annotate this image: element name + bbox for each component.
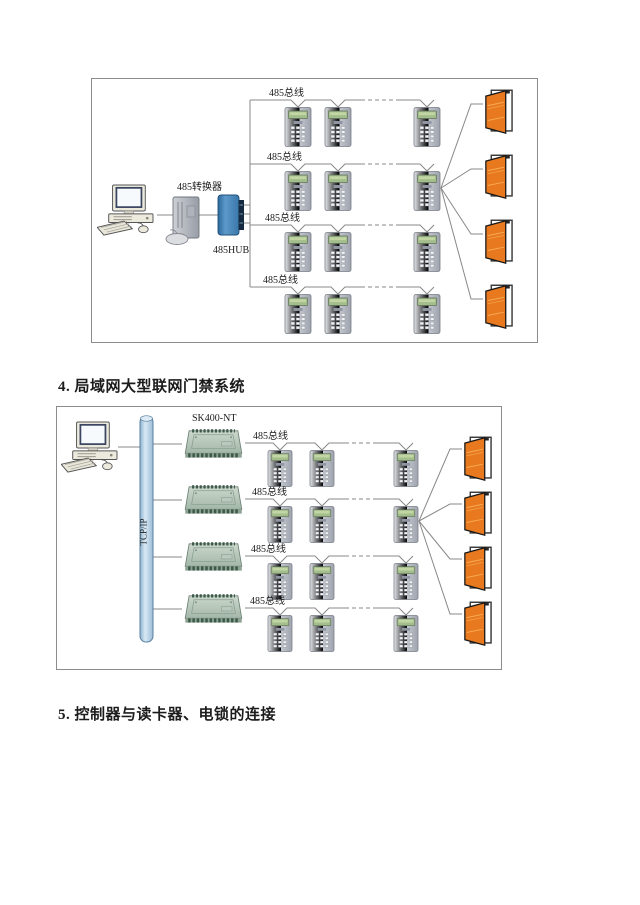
diagram1-wiring bbox=[157, 99, 483, 300]
card-reader-icon bbox=[413, 232, 441, 272]
fan-line bbox=[440, 168, 483, 189]
fan-line bbox=[418, 520, 462, 560]
card-reader-icon bbox=[324, 232, 352, 272]
bus-line bbox=[376, 442, 414, 451]
diagram-485-system: 485转换器 485HUB 485总线 485总线 485总线 485总线 bbox=[91, 78, 538, 343]
card-reader-icon bbox=[413, 107, 441, 147]
bus-label: 485总线 bbox=[263, 273, 298, 286]
door-icon bbox=[464, 436, 492, 481]
card-reader-icon bbox=[324, 294, 352, 334]
bus-line bbox=[376, 607, 414, 616]
bus-line bbox=[245, 555, 345, 564]
card-reader-icon bbox=[393, 615, 419, 652]
controller-icon bbox=[185, 487, 242, 514]
card-reader-icon bbox=[284, 107, 312, 147]
bus-line bbox=[397, 163, 435, 172]
card-reader-icon bbox=[309, 450, 335, 487]
fan-line bbox=[418, 520, 462, 615]
door-icon bbox=[464, 546, 492, 591]
bus-line bbox=[245, 607, 345, 616]
card-reader-icon bbox=[284, 232, 312, 272]
bus-line bbox=[397, 286, 435, 295]
bus-label: 485总线 bbox=[250, 594, 285, 607]
card-reader-icon bbox=[267, 615, 293, 652]
card-reader-icon bbox=[267, 506, 293, 543]
card-reader-icon bbox=[413, 171, 441, 211]
diagram2-wiring bbox=[118, 442, 462, 616]
section-5-heading: 5. 控制器与读卡器、电锁的连接 bbox=[58, 707, 277, 723]
card-reader-icon bbox=[284, 171, 312, 211]
bus-line bbox=[250, 99, 361, 108]
bus-line bbox=[245, 442, 345, 451]
bus-label: 485总线 bbox=[252, 485, 287, 498]
card-reader-icon bbox=[393, 563, 419, 600]
bus-line bbox=[250, 224, 361, 233]
bus-label: 485总线 bbox=[251, 542, 286, 555]
rs485-converter-icon bbox=[165, 196, 200, 245]
card-reader-icon bbox=[284, 294, 312, 334]
card-reader-icon bbox=[393, 506, 419, 543]
card-reader-icon bbox=[309, 506, 335, 543]
converter-label: 485转换器 bbox=[177, 180, 222, 193]
door-icon bbox=[464, 491, 492, 536]
section-4-heading: 4. 局域网大型联网门禁系统 bbox=[58, 379, 246, 395]
card-reader-icon bbox=[309, 615, 335, 652]
card-reader-icon bbox=[267, 563, 293, 600]
door-icon bbox=[485, 219, 513, 264]
tcpip-bus-bar: TCP/IP bbox=[139, 415, 154, 643]
door-icon bbox=[485, 154, 513, 199]
door-icon bbox=[464, 601, 492, 646]
card-reader-icon bbox=[324, 107, 352, 147]
bus-line bbox=[250, 286, 361, 295]
bus-label: 485总线 bbox=[265, 211, 300, 224]
bus-line bbox=[250, 163, 361, 172]
card-reader-icon bbox=[267, 450, 293, 487]
bus-line bbox=[397, 99, 435, 108]
door-icon bbox=[485, 284, 513, 329]
bus-line bbox=[376, 555, 414, 564]
bus-line bbox=[376, 498, 414, 507]
diagram1-border bbox=[91, 78, 538, 343]
card-reader-icon bbox=[324, 171, 352, 211]
fan-line bbox=[440, 187, 483, 235]
hub-label: 485HUB bbox=[213, 245, 249, 256]
controller-icon bbox=[185, 431, 242, 458]
card-reader-icon bbox=[393, 450, 419, 487]
bus-line bbox=[245, 498, 345, 507]
bus-label: 485总线 bbox=[267, 150, 302, 163]
fan-line bbox=[440, 103, 483, 189]
controller-model-label: SK400-NT bbox=[192, 413, 236, 424]
card-reader-icon bbox=[413, 294, 441, 334]
diagram-lan-system: TCP/IP SK400-NT 485总线 485 bbox=[56, 406, 502, 670]
door-icon bbox=[485, 89, 513, 134]
bus-line bbox=[397, 224, 435, 233]
fan-line bbox=[440, 187, 483, 300]
card-reader-icon bbox=[309, 563, 335, 600]
controller-icon bbox=[185, 544, 242, 571]
tcpip-label: TCP/IP bbox=[139, 518, 149, 545]
bus-label: 485总线 bbox=[269, 86, 304, 99]
bus-label: 485总线 bbox=[253, 429, 288, 442]
fan-line bbox=[418, 503, 462, 522]
fan-line bbox=[418, 448, 462, 522]
rs485-hub-icon bbox=[217, 194, 244, 236]
controller-icon bbox=[185, 596, 242, 623]
